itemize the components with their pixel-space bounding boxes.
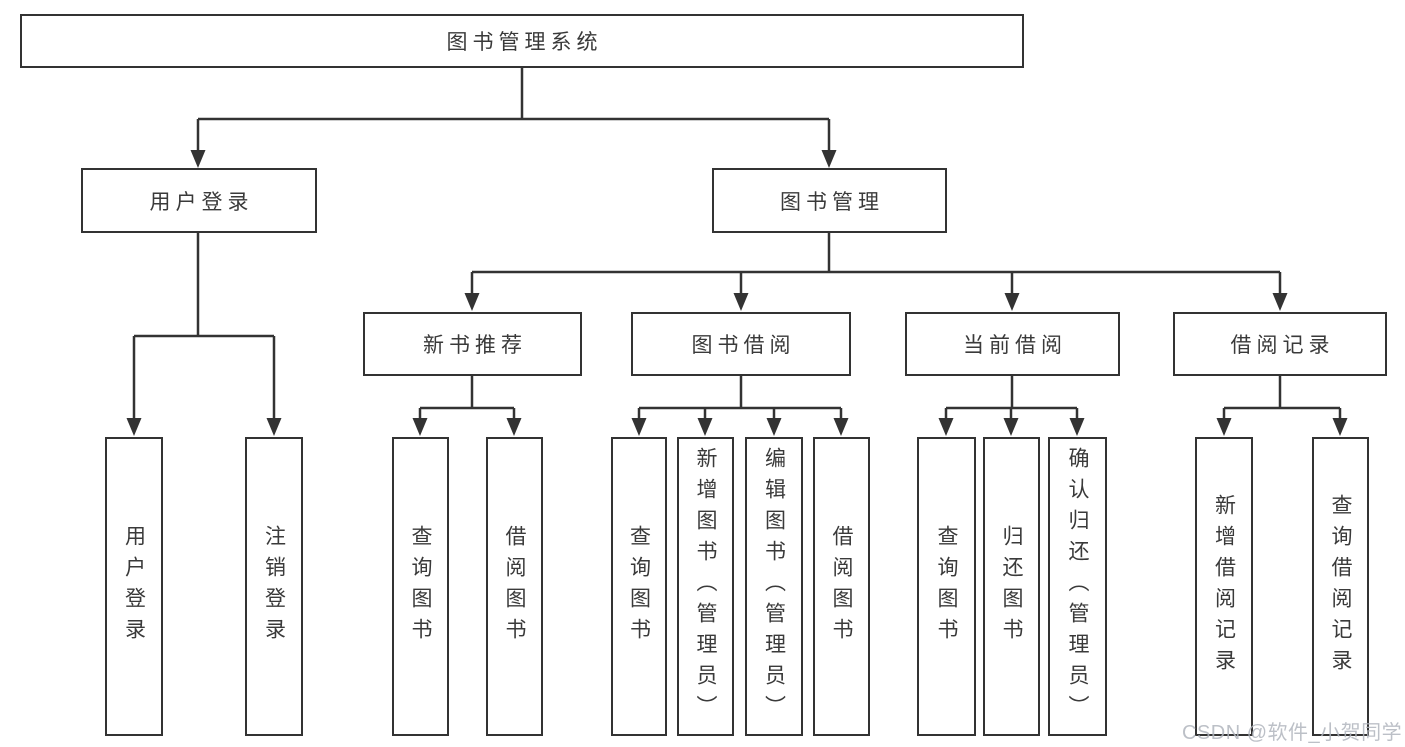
- arrowheads: [126, 150, 1348, 436]
- leaf-return-books-label: 归还图书: [1000, 524, 1023, 649]
- leaf-add-books-admin-label: 新增图书（管理员）: [694, 447, 717, 726]
- leaf-query-books-borrowing: 查询图书: [611, 437, 667, 736]
- node-book-borrowing-label: 图书借阅: [691, 334, 796, 357]
- leaf-logout-login-label: 注销登录: [262, 524, 286, 649]
- leaf-confirm-return-admin-label: 确认归还（管理员）: [1066, 447, 1089, 726]
- node-borrowing-records: 借阅记录: [1173, 312, 1387, 376]
- leaf-query-books-current-label: 查询图书: [935, 524, 958, 649]
- leaf-edit-books-admin: 编辑图书（管理员）: [745, 437, 803, 736]
- leaf-confirm-return-admin: 确认归还（管理员）: [1048, 437, 1107, 736]
- leaf-add-borrow-record: 新增借阅记录: [1195, 437, 1253, 736]
- node-book-management: 图书管理: [712, 168, 947, 233]
- leaf-logout-login: 注销登录: [245, 437, 303, 736]
- leaf-borrow-books-borrowing-label: 借阅图书: [830, 524, 853, 649]
- leaf-query-books-borrowing-label: 查询图书: [627, 524, 651, 649]
- leaf-user-login: 用户登录: [105, 437, 163, 736]
- leaf-borrow-books-recommend-label: 借阅图书: [503, 524, 526, 649]
- node-current-borrowing: 当前借阅: [905, 312, 1120, 376]
- leaf-user-login-label: 用户登录: [122, 524, 146, 649]
- leaf-query-borrow-record-label: 查询借阅记录: [1329, 493, 1352, 680]
- node-user-login-label: 用户登录: [149, 190, 254, 214]
- leaf-edit-books-admin-label: 编辑图书（管理员）: [762, 447, 786, 726]
- leaf-borrow-books-recommend: 借阅图书: [486, 437, 543, 736]
- watermark-csdn: CSDN @软件_小贺同学: [1182, 722, 1403, 744]
- leaf-borrow-books-borrowing: 借阅图书: [813, 437, 870, 736]
- leaf-return-books: 归还图书: [983, 437, 1040, 736]
- node-new-book-recommend-label: 新书推荐: [423, 334, 527, 357]
- leaf-query-books-current: 查询图书: [917, 437, 976, 736]
- node-book-borrowing: 图书借阅: [631, 312, 851, 376]
- leaf-query-books-recommend: 查询图书: [392, 437, 449, 736]
- leaf-add-borrow-record-label: 新增借阅记录: [1212, 493, 1236, 680]
- leaf-add-books-admin: 新增图书（管理员）: [677, 437, 734, 736]
- node-new-book-recommend: 新书推荐: [363, 312, 582, 376]
- node-current-borrowing-label: 当前借阅: [963, 334, 1067, 357]
- leaf-query-books-recommend-label: 查询图书: [409, 524, 432, 649]
- node-borrowing-records-label: 借阅记录: [1230, 334, 1335, 357]
- node-root: 图书管理系统: [20, 14, 1024, 68]
- node-user-login: 用户登录: [81, 168, 317, 233]
- node-root-label: 图书管理系统: [446, 31, 603, 54]
- node-book-management-label: 图书管理: [780, 190, 884, 214]
- leaf-query-borrow-record: 查询借阅记录: [1312, 437, 1369, 736]
